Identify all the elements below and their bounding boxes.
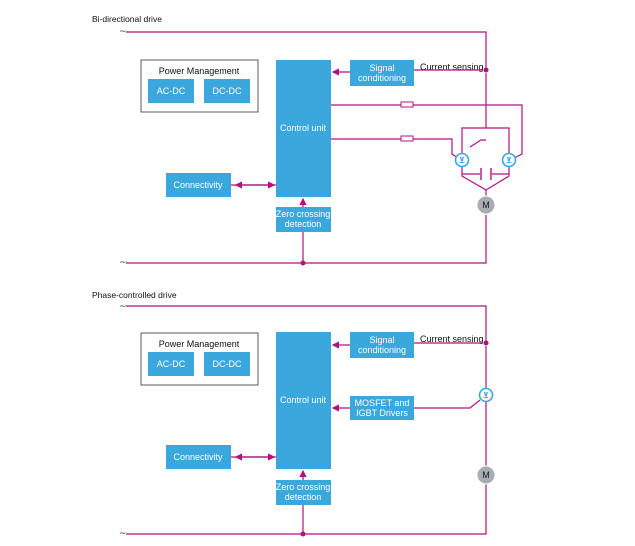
mains-line-bottom [126,215,487,264]
phase-controlled-drive-diagram: Phase-controlled drive ~ ~ Power Managem… [92,290,496,539]
connectivity-label: Connectivity [173,180,223,190]
triac-switch-icon [501,152,517,168]
dc-dc-block [204,352,250,376]
power-management-label: Power Management [159,339,240,349]
signal-conditioning-block [350,60,414,86]
ac-source-symbol: ~ [119,302,127,312]
ac-dc-label: AC-DC [157,86,186,96]
zero-crossing-label: detection [285,492,322,502]
mosfet-igbt-drivers-block [350,396,414,420]
motor-label: M [482,200,490,210]
resistor-1 [400,101,414,108]
connectivity-block [166,445,231,469]
connectivity-label: Connectivity [173,452,223,462]
triac-switch-icon [478,387,494,403]
bridge-bottom [461,167,510,191]
dc-dc-block [204,79,250,103]
ac-dc-label: AC-DC [157,359,186,369]
svg-text:⊻: ⊻ [506,156,513,165]
resistor-2 [400,135,414,142]
svg-text:⊻: ⊻ [483,391,490,400]
control-unit-block [276,60,331,197]
current-sensing-label: Current sensing [420,334,484,344]
diagram-title: Phase-controlled drive [92,290,177,300]
zero-crossing-block [276,207,331,232]
motor-icon [476,195,496,215]
control-unit-label: Control unit [280,395,327,405]
dc-dc-label: DC-DC [213,359,242,369]
capacitor [480,168,492,180]
ac-dc-block [148,352,194,376]
gate-line-2b [413,138,459,159]
signal-conditioning-label: Signal [369,63,394,73]
bridge-top [461,127,510,153]
drivers-to-switch-line [414,399,481,409]
signal-conditioning-label: Signal [369,335,394,345]
motor-icon [476,465,496,485]
ac-dc-block [148,79,194,103]
connectivity-block [166,173,231,197]
signal-conditioning-label: conditioning [358,73,406,83]
dc-dc-label: DC-DC [213,86,242,96]
diagram-title: Bi-directional drive [92,14,162,24]
sensing-node [483,340,489,346]
signal-conditioning-label: conditioning [358,345,406,355]
zero-crossing-label: Zero crossing [276,209,331,219]
zero-crossing-label: detection [285,219,322,229]
ac-source-symbol: ~ [119,258,127,268]
bi-directional-drive-diagram: Bi-directional drive ~ ~ Power Managemen… [92,14,523,268]
mains-line-bottom [126,480,487,535]
zero-crossing-block [276,480,331,505]
current-sensing-label: Current sensing [420,62,484,72]
sensing-node [483,67,489,73]
drivers-label: MOSFET and [355,398,410,408]
gate-line-1b [413,104,523,159]
control-unit-label: Control unit [280,123,327,133]
power-management-label: Power Management [159,66,240,76]
switch-control [469,139,486,148]
drivers-label: IGBT Drivers [356,408,408,418]
mains-line-top [126,31,487,69]
control-unit-block [276,332,331,469]
ac-source-symbol: ~ [119,27,127,37]
svg-text:⊻: ⊻ [459,156,466,165]
zero-crossing-label: Zero crossing [276,482,331,492]
ac-source-symbol: ~ [119,529,127,539]
motor-label: M [482,470,490,480]
triac-switch-icon [454,152,470,168]
mains-line-top [126,305,487,342]
signal-conditioning-block [350,332,414,358]
